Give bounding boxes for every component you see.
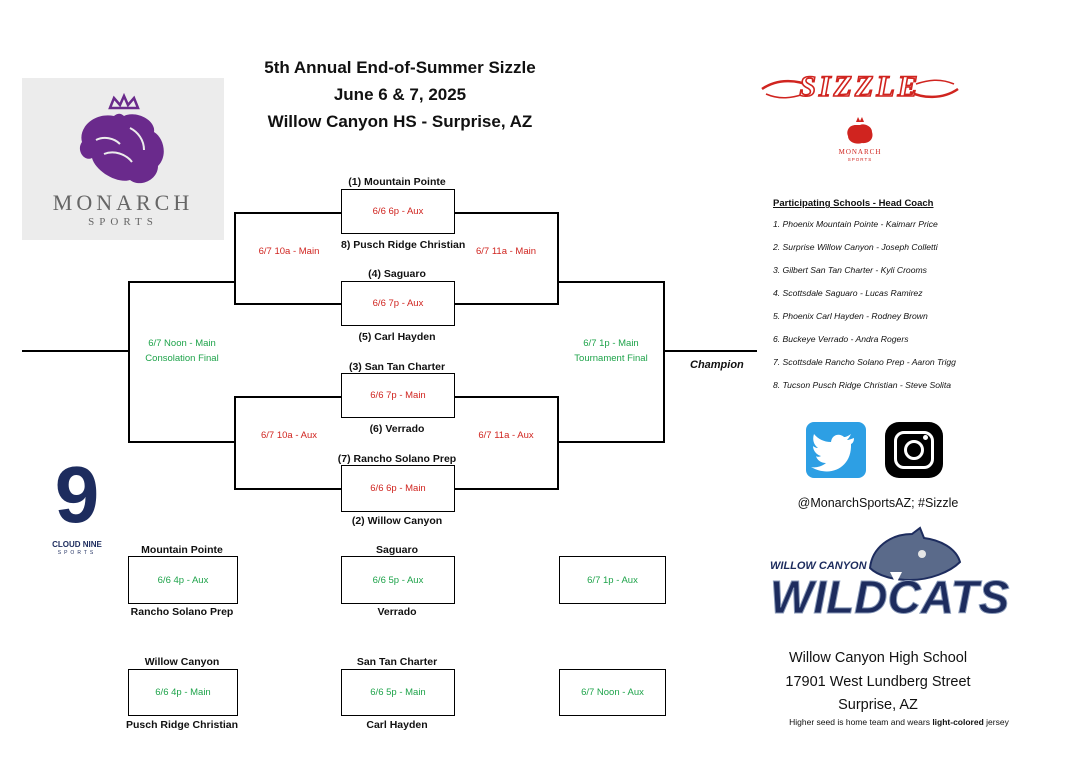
- cloud-nine-logo: 9 CLOUD NINE SPORTS: [44, 452, 110, 562]
- small-lion-icon: [847, 117, 873, 144]
- sizzle-sports-label: SPORTS: [847, 157, 873, 162]
- school-entry: 2. Surprise Willow Canyon - Joseph Colle…: [773, 242, 938, 252]
- seed-1-team: (1) Mountain Pointe: [348, 176, 446, 188]
- wildcats-logo: WILLOW CANYON WILDCATS: [770, 526, 1010, 628]
- extra-game-team: Willow Canyon: [144, 656, 220, 668]
- game-box-6-6-7p-main[interactable]: 6/6 7p - Main: [341, 373, 455, 418]
- seed-3-team: (3) San Tan Charter: [348, 361, 446, 373]
- game-box-6-6-6p-main[interactable]: 6/6 6p - Main: [341, 465, 455, 512]
- monarch-sub-wordmark: SPORTS: [88, 216, 158, 228]
- extra-game-team: Verrado: [377, 606, 417, 618]
- school-entry: 3. Gilbert San Tan Charter - Kyli Crooms: [773, 265, 927, 275]
- school-entry: 5. Phoenix Carl Hayden - Rodney Brown: [773, 311, 928, 321]
- sizzle-logo: SIZZLE MONARCH SPORTS: [758, 64, 962, 164]
- game-time: 6/7 1p - Aux: [587, 574, 638, 586]
- seed-8-team: 8) Pusch Ridge Christian: [341, 239, 466, 251]
- tournament-final-time: 6/7 1p - Main: [583, 338, 639, 349]
- event-dates: June 6 & 7, 2025: [333, 85, 467, 104]
- monarch-wordmark: MONARCH: [52, 190, 194, 215]
- lion-crown-icon: [79, 92, 164, 184]
- extra-game-box[interactable]: 6/6 5p - Main: [341, 669, 455, 716]
- cloud-nine-sub: SPORTS: [57, 550, 97, 556]
- extra-game-box[interactable]: 6/6 4p - Aux: [128, 556, 238, 604]
- extra-game-team: Carl Hayden: [366, 719, 428, 731]
- event-title: 5th Annual End-of-Summer Sizzle: [264, 58, 536, 77]
- extra-game-box[interactable]: 6/6 5p - Aux: [341, 556, 455, 604]
- extra-game-team: Rancho Solano Prep: [130, 606, 234, 618]
- semifinal-bottom-right-time: 6/7 11a - Aux: [478, 430, 534, 441]
- game-time: 6/7 Noon - Aux: [581, 687, 644, 698]
- wildcats-top-label: WILLOW CANYON: [770, 560, 867, 572]
- sizzle-wordmark: SIZZLE: [799, 69, 921, 104]
- semifinal-top-left-time: 6/7 10a - Main: [258, 246, 320, 257]
- sizzle-monarch-label: MONARCH: [838, 148, 882, 156]
- champion-label: Champion: [690, 359, 744, 371]
- seed-2-team: (2) Willow Canyon: [351, 515, 443, 527]
- semifinal-top-right-time: 6/7 11a - Main: [475, 246, 537, 257]
- school-city: Surprise, AZ: [838, 697, 918, 713]
- extra-game-team: Saguaro: [375, 544, 418, 556]
- seed-5-team: (5) Carl Hayden: [358, 331, 436, 343]
- game-time: 6/6 6p - Main: [370, 483, 426, 494]
- school-entry: 1. Phoenix Mountain Pointe - Kaimarr Pri…: [773, 219, 938, 229]
- extra-game-team: Pusch Ridge Christian: [125, 719, 239, 731]
- cloud-nine-mark: 9: [54, 450, 100, 539]
- tournament-final-label: Tournament Final: [574, 353, 648, 364]
- twitter-icon[interactable]: [806, 422, 866, 478]
- game-time: 6/6 7p - Aux: [372, 298, 424, 309]
- extra-game-team: San Tan Charter: [356, 656, 438, 668]
- school-name: Willow Canyon High School: [788, 650, 968, 666]
- instagram-icon[interactable]: [885, 422, 943, 478]
- school-entry: 4. Scottsdale Saguaro - Lucas Ramirez: [773, 288, 923, 298]
- jersey-note-end: jersey: [983, 717, 1009, 727]
- consolation-final-label: Consolation Final: [145, 353, 219, 364]
- extra-game-box[interactable]: 6/7 1p - Aux: [559, 556, 666, 604]
- school-entry: 8. Tucson Pusch Ridge Christian - Steve …: [773, 380, 952, 390]
- game-time: 6/6 7p - Main: [370, 390, 426, 401]
- game-box-6-6-6p-aux[interactable]: 6/6 6p - Aux: [341, 189, 455, 234]
- school-entry: 6. Buckeye Verrado - Andra Rogers: [773, 334, 909, 344]
- jersey-note-text: Higher seed is home team and wears: [789, 717, 933, 727]
- wildcat-head-icon: [868, 526, 962, 584]
- school-street: 17901 West Lundberg Street: [785, 674, 971, 690]
- semifinal-bottom-left-time: 6/7 10a - Aux: [261, 430, 317, 441]
- wildcats-wordmark: WILDCATS: [770, 571, 1010, 624]
- consolation-final-time: 6/7 Noon - Main: [148, 338, 216, 349]
- jersey-note-bold: light-colored: [932, 717, 984, 727]
- jersey-note: Higher seed is home team and wears light…: [758, 717, 1040, 727]
- game-time: 6/6 6p - Aux: [372, 206, 424, 217]
- game-time: 6/6 4p - Aux: [157, 574, 209, 586]
- seed-6-team: (6) Verrado: [369, 423, 425, 435]
- game-time: 6/6 5p - Aux: [372, 574, 424, 586]
- school-entry: 7. Scottsdale Rancho Solano Prep - Aaron…: [773, 357, 956, 367]
- extra-game-box[interactable]: 6/7 Noon - Aux: [559, 669, 666, 716]
- monarch-sports-logo: MONARCH SPORTS: [22, 78, 224, 240]
- game-time: 6/6 4p - Main: [155, 687, 211, 698]
- game-box-6-6-7p-aux[interactable]: 6/6 7p - Aux: [341, 281, 455, 326]
- social-handle: @MonarchSportsAZ; #Sizzle: [797, 496, 959, 510]
- event-location: Willow Canyon HS - Surprise, AZ: [267, 112, 533, 131]
- cloud-nine-wordmark: CLOUD NINE: [52, 540, 102, 549]
- seed-7-team: (7) Rancho Solano Prep: [337, 453, 457, 465]
- extra-game-box[interactable]: 6/6 4p - Main: [128, 669, 238, 716]
- extra-game-team: Mountain Pointe: [141, 544, 223, 556]
- schools-heading: Participating Schools - Head Coach: [773, 198, 934, 209]
- sizzle-banner-icon: [761, 79, 959, 99]
- seed-4-team: (4) Saguaro: [368, 268, 426, 280]
- game-time: 6/6 5p - Main: [370, 687, 426, 698]
